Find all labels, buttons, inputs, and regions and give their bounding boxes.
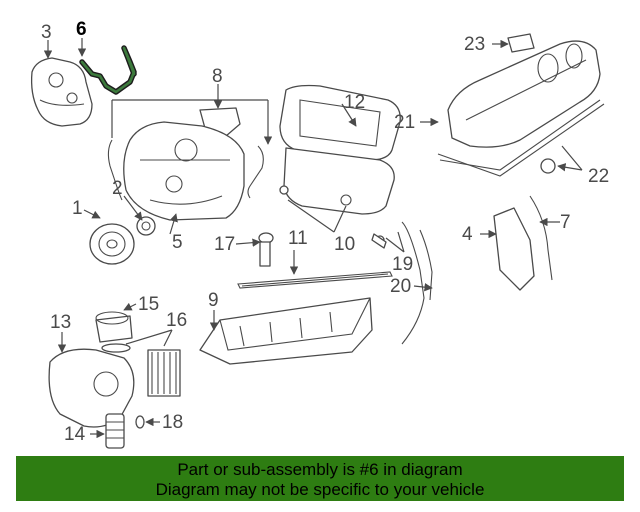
callout-13: 13 xyxy=(50,312,71,333)
engine-parts-diagram: 3 6 8 2 1 5 12 21 23 22 4 7 10 11 17 19 … xyxy=(30,19,609,449)
callout-16: 16 xyxy=(166,310,187,331)
part-11-pan-gasket xyxy=(237,271,393,289)
callout-9: 9 xyxy=(208,290,219,311)
part-4-side-cover xyxy=(493,195,553,291)
part-9-lower-oil-pan xyxy=(199,297,373,365)
part-6-gasket-highlighted xyxy=(79,45,137,95)
callout-11: 11 xyxy=(288,228,308,249)
callout-5: 5 xyxy=(172,232,183,253)
part-18-oring xyxy=(135,415,145,429)
part-12-upper-oil-pan xyxy=(279,84,401,161)
part-2-seal xyxy=(136,216,156,236)
part-23-valve-cover xyxy=(447,33,601,148)
banner-line-2: Diagram may not be specific to your vehi… xyxy=(155,480,485,499)
part-5-front-cover xyxy=(123,121,245,221)
callout-23: 23 xyxy=(464,34,485,55)
callout-3: 3 xyxy=(41,22,52,43)
callout-18: 18 xyxy=(162,412,183,433)
callout-17: 17 xyxy=(214,234,235,255)
part-14-filter-element xyxy=(105,413,125,449)
callout-4: 4 xyxy=(462,224,473,245)
callout-22: 22 xyxy=(588,166,609,187)
part-20-dipstick-tube xyxy=(371,221,433,345)
part-16-oil-filter xyxy=(101,343,181,397)
part-1-pulley xyxy=(89,223,135,265)
part-13-filter-housing xyxy=(48,348,135,428)
callout-20: 20 xyxy=(390,276,411,297)
callout-8: 8 xyxy=(212,66,223,87)
callout-numbers: 3 6 8 2 1 5 12 21 23 22 4 7 10 11 17 19 … xyxy=(41,19,609,445)
callout-15: 15 xyxy=(138,294,159,315)
callout-14: 14 xyxy=(64,424,86,445)
callout-7: 7 xyxy=(560,212,571,233)
callout-1: 1 xyxy=(72,198,83,219)
callout-10: 10 xyxy=(334,234,355,255)
callout-12: 12 xyxy=(344,92,365,113)
part-3-timing-cover xyxy=(30,57,93,127)
callout-6-highlighted: 6 xyxy=(76,19,87,40)
part-info-banner: Part or sub-assembly is #6 in diagram Di… xyxy=(16,456,624,501)
callout-19: 19 xyxy=(392,254,413,275)
callout-2: 2 xyxy=(112,178,123,199)
callout-leaders xyxy=(43,38,583,439)
part-17-drain-plug xyxy=(258,232,274,267)
callout-21: 21 xyxy=(394,112,415,133)
part-15-filter-cap xyxy=(95,311,133,343)
banner-line-1: Part or sub-assembly is #6 in diagram xyxy=(177,460,463,479)
